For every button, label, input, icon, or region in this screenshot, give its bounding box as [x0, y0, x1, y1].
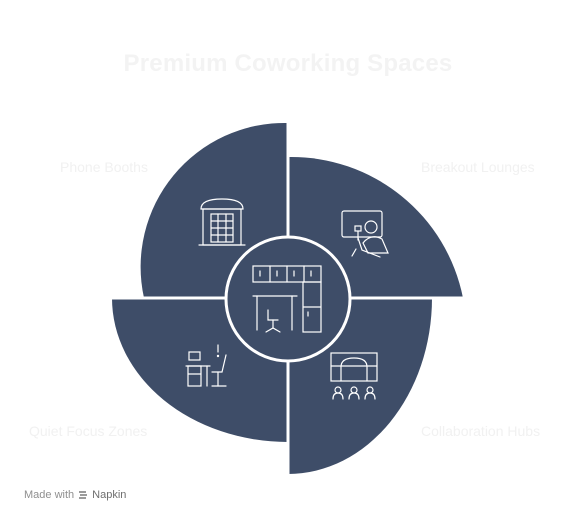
lounge-chair-icon — [341, 210, 389, 258]
footer: Made with Napkin — [24, 489, 126, 501]
label-phone-booths: Phone Booths — [60, 159, 148, 175]
label-breakout-lounges: Breakout Lounges — [421, 159, 535, 175]
office-layout-icon — [252, 265, 322, 333]
napkin-logo-icon — [79, 491, 88, 499]
meeting-table-icon — [330, 352, 378, 400]
diagram-title: Premium Coworking Spaces — [123, 50, 453, 77]
phone-booth-icon — [198, 198, 246, 246]
made-with-text: Made with — [24, 489, 75, 501]
focus-desk-icon — [185, 344, 227, 387]
label-quiet-focus-zones: Quiet Focus Zones — [29, 423, 148, 439]
label-collaboration-hubs: Collaboration Hubs — [421, 423, 541, 439]
napkin-brand[interactable]: Napkin — [92, 489, 127, 501]
center-circle — [224, 235, 352, 363]
